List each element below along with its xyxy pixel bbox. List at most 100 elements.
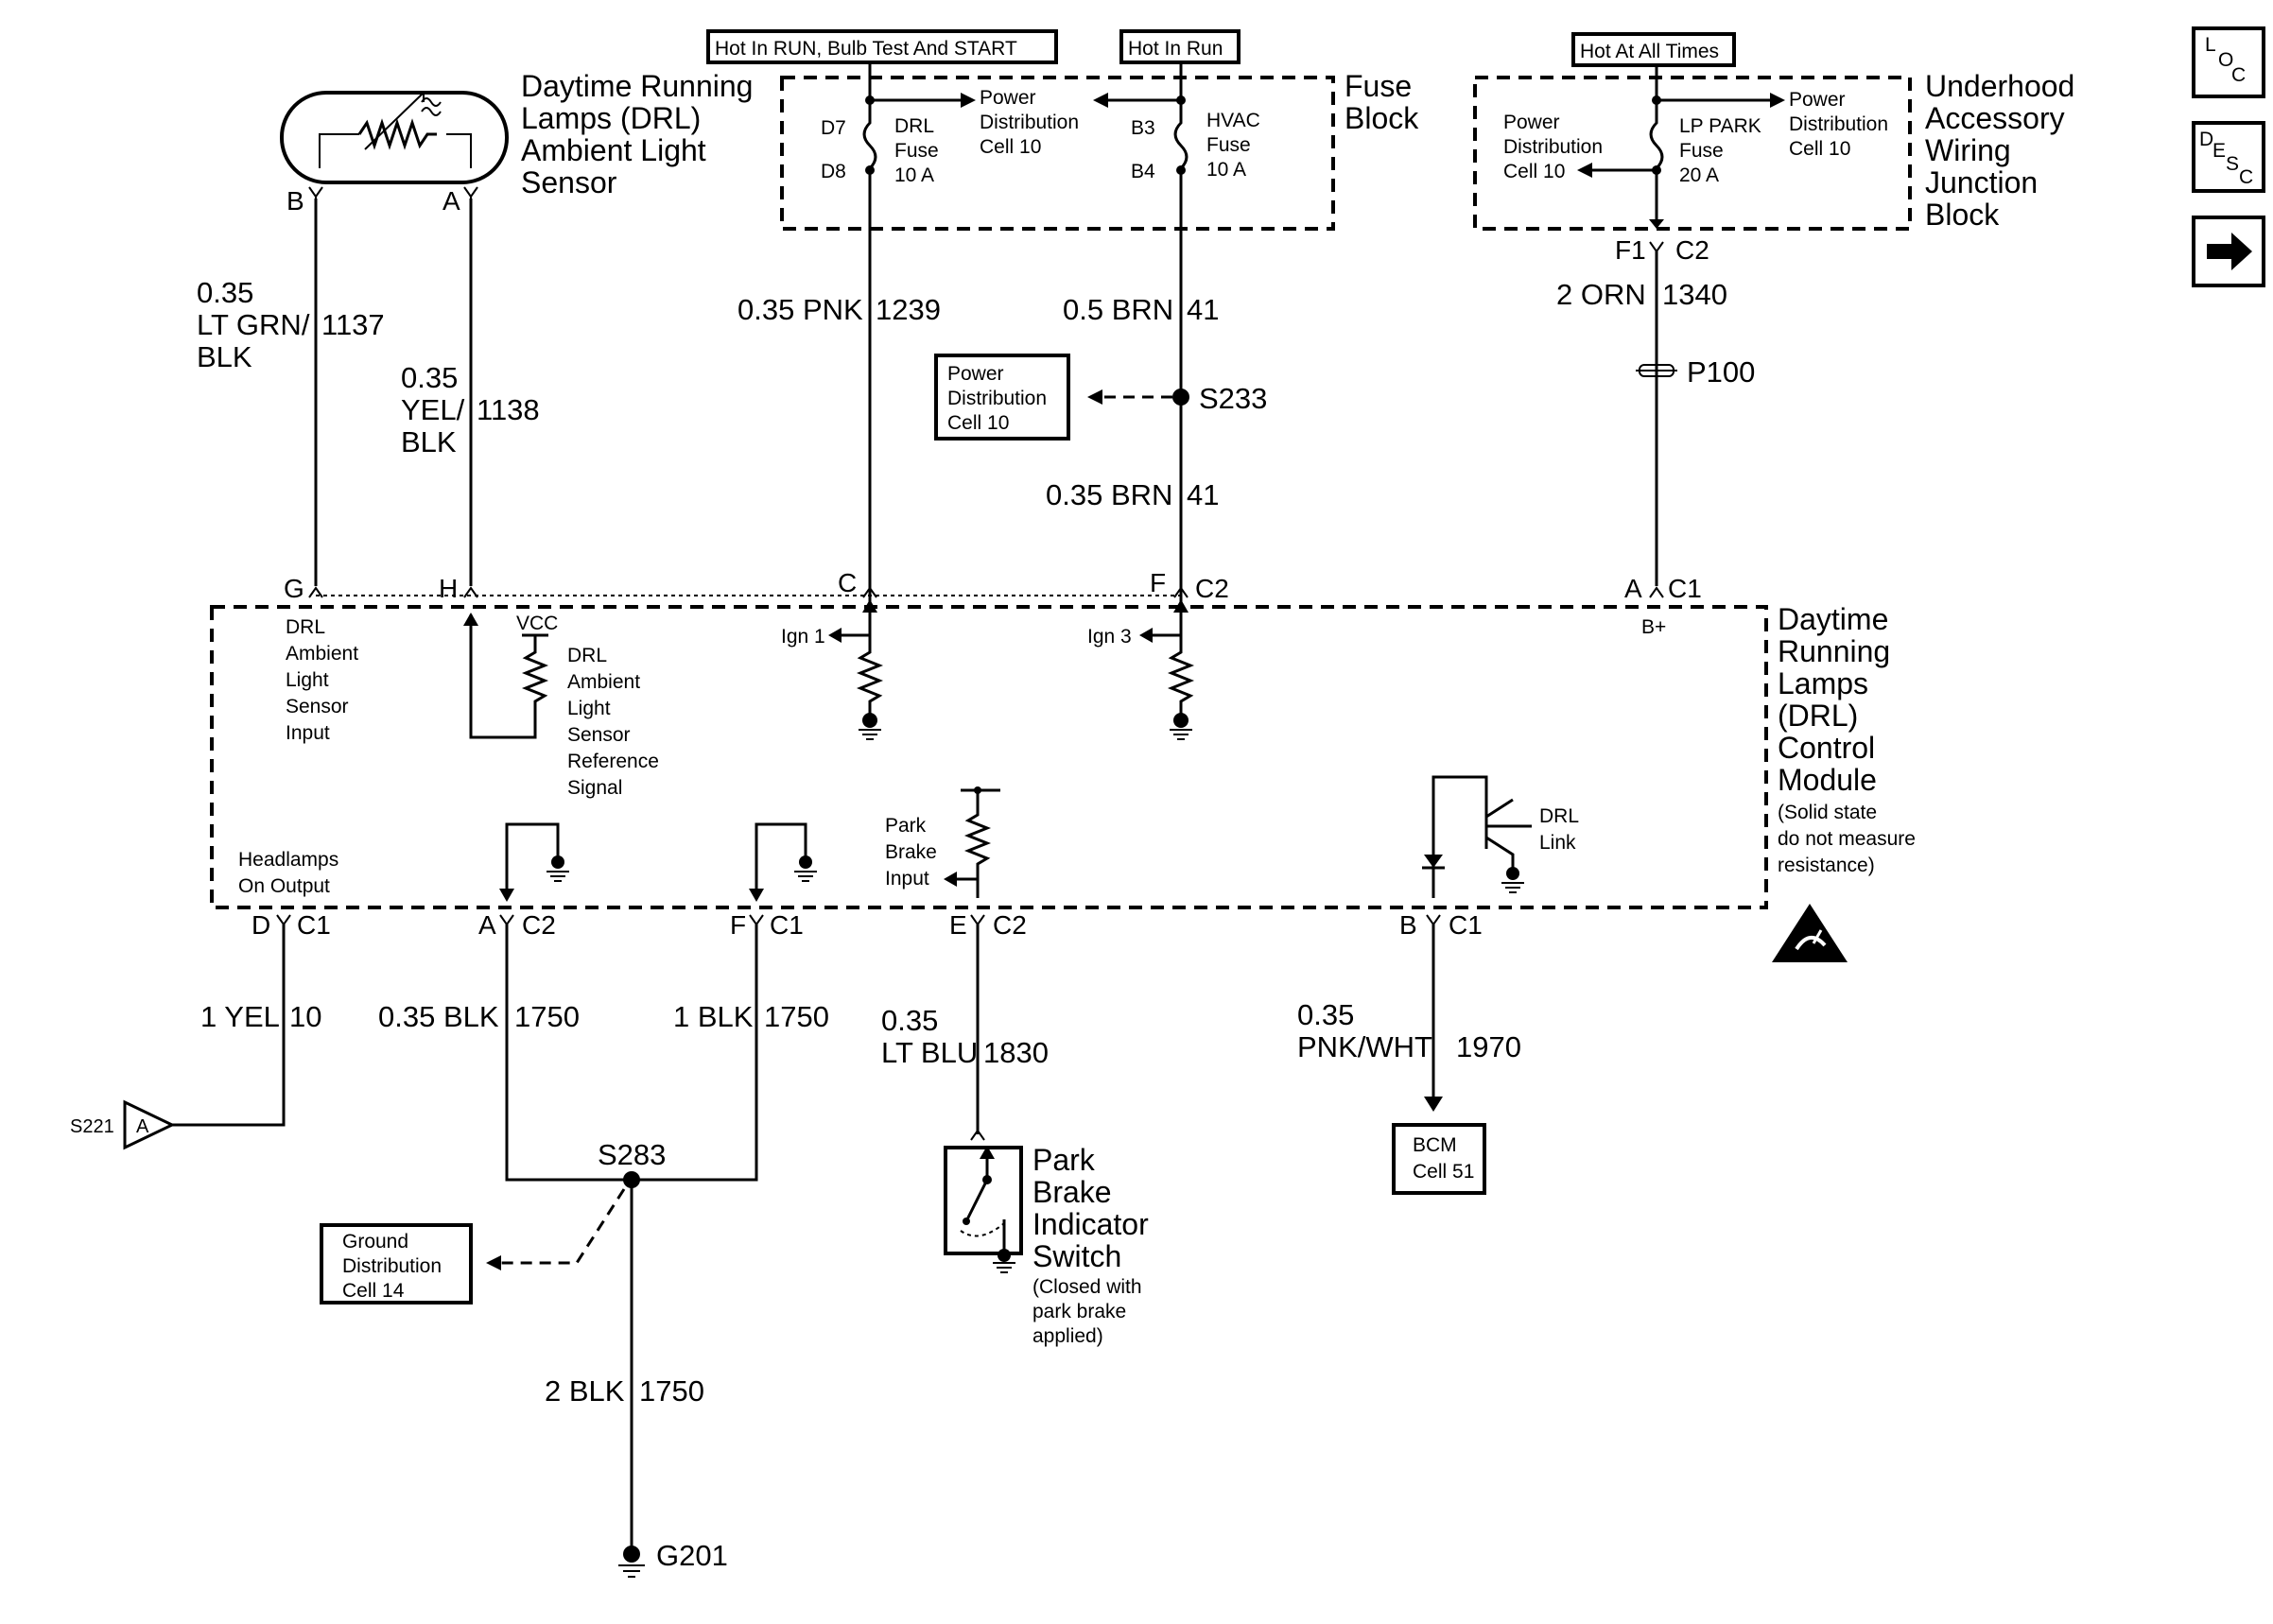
wire-10-label: 1 YEL: [200, 1000, 280, 1033]
pd-cell10-text: Cell 10: [947, 412, 1009, 434]
wire-1750c-circuit: 1750: [639, 1374, 704, 1408]
s221-label: S221: [70, 1116, 114, 1137]
park-switch-note: (Closed with: [1032, 1276, 1142, 1298]
drl-fuse-label: DRL: [894, 115, 934, 137]
park-brake-indicator-switch: [944, 1146, 1023, 1273]
module-pin-f: F: [1150, 568, 1166, 597]
arrow-down-icon: [1424, 1097, 1443, 1112]
next-button[interactable]: [2192, 216, 2265, 287]
lp-park-fuse-label: 20 A: [1679, 164, 1719, 186]
desc-button[interactable]: D E S C: [2192, 121, 2265, 193]
s221-triangle: [123, 1099, 176, 1150]
bcm-box: [1392, 1123, 1486, 1195]
sensor-ref-label: Reference: [567, 751, 659, 772]
ground-icon: [618, 1564, 645, 1578]
module-title: Running: [1778, 634, 1890, 668]
wire-1340-label: 2 ORN: [1556, 278, 1646, 311]
ground-icon: [1506, 867, 1519, 880]
ground-dist-text: Cell 14: [342, 1280, 405, 1302]
wire-1138-color2: BLK: [401, 425, 457, 458]
module-bottom-conn: C2: [522, 910, 556, 940]
wire-1970-color: PNK/WHT: [1297, 1030, 1432, 1063]
diode-icon: [1424, 855, 1443, 868]
sensor-ref-label: Signal: [567, 777, 622, 799]
drl-link-label: DRL: [1539, 805, 1579, 827]
loc-letter: C: [2231, 64, 2246, 86]
wire-1239-circuit: 1239: [876, 293, 941, 326]
ground-dist-reference: [501, 1188, 626, 1265]
sensor-body: [280, 91, 509, 184]
pd-left-label: Power: [1503, 112, 1560, 133]
underhood-title: Accessory: [1925, 101, 2065, 135]
wire-1750a-circuit: 1750: [514, 1000, 580, 1033]
arrow-right-icon: [961, 93, 976, 108]
connector-symbol: [749, 914, 764, 926]
sensor-input-label: Sensor: [286, 696, 349, 717]
sensor-ref-label: Sensor: [567, 724, 631, 746]
splice-s233-dot: [1172, 389, 1189, 406]
headlamps-label: Headlamps: [238, 849, 338, 871]
vcc-label: VCC: [516, 613, 558, 634]
pd-left-label: Cell 10: [1503, 161, 1565, 182]
underhood-title: Wiring: [1925, 133, 2011, 167]
underhood-junction-block: Hot At All Times LP PARK Fuse 20 A Power…: [1473, 32, 2074, 265]
header-box: [706, 29, 1058, 64]
connector-symbol: [862, 586, 877, 598]
park-switch-title: Indicator: [1032, 1207, 1149, 1241]
underhood-title: Junction: [1925, 165, 2038, 199]
wire-41b-label: 0.35 BRN: [1046, 478, 1172, 511]
module-bottom-conn: C2: [993, 910, 1027, 940]
connector-symbol: [276, 914, 291, 926]
wire-41-circuit: 41: [1187, 293, 1219, 326]
module-note: do not measure: [1778, 828, 1916, 850]
ground-icon: [799, 855, 812, 869]
splice-s233: S233: [1199, 382, 1267, 415]
park-switch-note: applied): [1032, 1325, 1103, 1347]
junction-dot: [865, 165, 875, 175]
junction-dot: [1176, 165, 1186, 175]
drl-fuse-label: 10 A: [894, 164, 934, 186]
module-bottom-pin: E: [949, 910, 967, 940]
connector-symbol: [1426, 914, 1441, 926]
ground-loop-a: [505, 822, 560, 898]
fuse-block-title: Block: [1345, 101, 1419, 135]
wire-1750b-label: 1 BLK: [673, 1000, 754, 1033]
module-bottom-pin: A: [478, 910, 496, 940]
fuse-b3: B3: [1131, 117, 1155, 139]
park-switch-note: park brake: [1032, 1301, 1126, 1322]
sensor-ref-label: Ambient: [567, 671, 640, 693]
park-brake-resistor: [963, 790, 992, 898]
wire-1340-circuit: 1340: [1662, 278, 1727, 311]
wire-10-circuit: 10: [289, 1000, 321, 1033]
splice-p100: P100: [1687, 355, 1755, 389]
ground-dist-text: Distribution: [342, 1255, 442, 1277]
sensor-input-label: DRL: [286, 616, 325, 638]
park-switch-title: Switch: [1032, 1239, 1121, 1273]
module-bottom-pin: B: [1399, 910, 1417, 940]
pd-cell10-text: Power: [947, 363, 1004, 385]
arrow-up-icon: [463, 613, 478, 626]
ground-icon: [551, 855, 564, 869]
sensor-input-label: Ambient: [286, 643, 358, 665]
module-bottom-pin: F: [730, 910, 746, 940]
connector-symbol: [1649, 241, 1664, 253]
wire-41: [1173, 78, 1189, 605]
ground-icon: [547, 871, 569, 882]
connector-symbol: [308, 586, 323, 598]
wire-1830-gauge: 0.35: [881, 1004, 938, 1037]
drl-link-label: Link: [1539, 832, 1576, 854]
wire-1137-circuit: 1137: [321, 308, 385, 341]
module-pin-h: H: [439, 574, 458, 603]
wire-1137-color: LT GRN/: [197, 308, 310, 341]
loc-button[interactable]: L O C: [2192, 26, 2265, 98]
connector-c2: C2: [1675, 235, 1709, 265]
fuse-b4: B4: [1131, 161, 1155, 182]
wire-1750c-label: 2 BLK: [545, 1374, 625, 1408]
ground-g201: G201: [656, 1539, 728, 1572]
sensor-title-line: Lamps (DRL): [521, 101, 701, 135]
fuse-d7: D7: [821, 117, 846, 139]
arrow-left-icon: [486, 1255, 501, 1270]
junction-dot: [974, 786, 981, 794]
power-dist-label: Power: [980, 87, 1036, 109]
drl-link-collector: [1431, 775, 1488, 898]
